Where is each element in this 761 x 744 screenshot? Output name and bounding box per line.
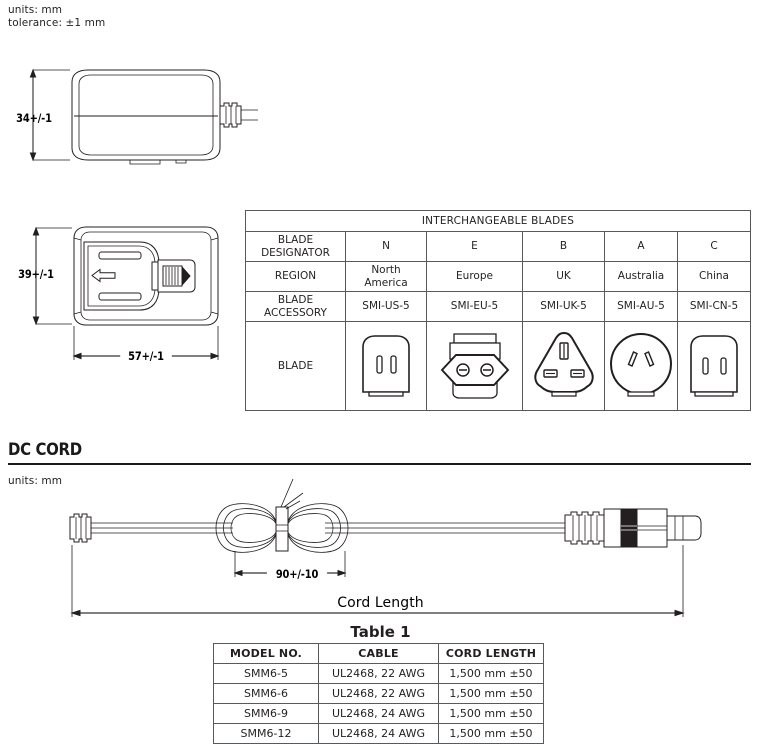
cord-length-dimension bbox=[70, 545, 685, 617]
cell-region-a: Australia bbox=[604, 261, 678, 292]
cell-region-e: Europe bbox=[426, 261, 523, 292]
table1-cell-cord-length: 1,500 mm ±50 bbox=[438, 723, 544, 744]
table1-cell-model: SMM6-9 bbox=[213, 703, 319, 724]
region-n-line1: North bbox=[371, 264, 401, 276]
table1-cell-cord-length: 1,500 mm ±50 bbox=[438, 663, 544, 684]
designator-label-line2: DESIGNATOR bbox=[261, 246, 330, 259]
blade-au-icon bbox=[610, 333, 672, 397]
table1-cell-cord-length: 1,500 mm ±50 bbox=[438, 683, 544, 704]
cell-designator-n: N bbox=[345, 231, 427, 262]
slide-release-button bbox=[151, 259, 196, 293]
side-height-dimension bbox=[29, 68, 70, 162]
blade-eu-cell bbox=[426, 321, 523, 411]
cord-length-table: MODEL NO. CABLE CORD LENGTH SMM6-5 UL246… bbox=[213, 643, 544, 744]
table1-cell-cable: UL2468, 24 AWG bbox=[318, 723, 439, 744]
accessory-label-line2: ACCESSORY bbox=[264, 306, 327, 319]
row-label-region: REGION bbox=[245, 261, 346, 292]
row-label-blade: BLADE bbox=[245, 321, 346, 411]
coil-width-label: 90+/-10 bbox=[266, 567, 328, 581]
table-row-designator: BLADE DESIGNATOR N E B A C bbox=[245, 231, 751, 262]
blades-table-title: INTERCHANGEABLE BLADES bbox=[245, 210, 751, 232]
cord-strain-relief-icon bbox=[69, 513, 92, 543]
cord-cable bbox=[91, 522, 565, 534]
table-row-blade: BLADE bbox=[245, 321, 751, 411]
table1-header-model: MODEL NO. bbox=[213, 643, 319, 664]
accessory-label-line1: BLADE bbox=[277, 294, 314, 306]
table-row: SMM6-12 UL2468, 24 AWG 1,500 mm ±50 bbox=[213, 723, 544, 744]
cell-designator-a: A bbox=[604, 231, 678, 262]
blade-uk-cell bbox=[522, 321, 605, 411]
side-height-label: 34+/-1 bbox=[16, 111, 52, 125]
table-row-accessory: BLADE ACCESSORY SMI-US-5 SMI-EU-5 SMI-UK… bbox=[245, 291, 751, 322]
row-label-accessory: BLADE ACCESSORY bbox=[245, 291, 346, 322]
blade-uk-icon bbox=[533, 331, 594, 397]
table1-header-row: MODEL NO. CABLE CORD LENGTH bbox=[213, 643, 544, 664]
cell-designator-e: E bbox=[426, 231, 523, 262]
table1-cell-model: SMM6-5 bbox=[213, 663, 319, 684]
dc-units-note: units: mm bbox=[8, 475, 63, 487]
side-cord-boot-icon bbox=[219, 102, 258, 128]
blade-us-icon bbox=[362, 335, 410, 397]
cell-region-b: UK bbox=[522, 261, 605, 292]
cell-region-n: North America bbox=[345, 261, 427, 292]
dc-barrel-plug-icon bbox=[564, 508, 702, 548]
cell-designator-c: C bbox=[677, 231, 751, 262]
front-height-dimension bbox=[32, 226, 72, 326]
blade-eu-icon bbox=[440, 333, 509, 399]
units-note: units: mm bbox=[8, 4, 63, 16]
table1-header-cable: CABLE bbox=[318, 643, 439, 664]
table-row: SMM6-5 UL2468, 22 AWG 1,500 mm ±50 bbox=[213, 663, 544, 684]
table1-cell-model: SMM6-12 bbox=[213, 723, 319, 744]
table1-cell-model: SMM6-6 bbox=[213, 683, 319, 704]
row-label-designator: BLADE DESIGNATOR bbox=[245, 231, 346, 262]
designator-label-line1: BLADE bbox=[277, 234, 314, 246]
cord-coil-bow bbox=[215, 478, 349, 553]
blades-table-title-row: INTERCHANGEABLE BLADES bbox=[245, 210, 751, 232]
blade-cn-icon bbox=[690, 335, 738, 397]
blade-us-cell bbox=[345, 321, 427, 411]
dc-cord-heading: DC CORD bbox=[8, 440, 82, 460]
cell-accessory-c: SMI-CN-5 bbox=[677, 291, 751, 322]
dc-cord-heading-rule bbox=[8, 463, 751, 465]
adapter-front-view bbox=[0, 222, 240, 377]
table-row-region: REGION North America Europe UK Australia… bbox=[245, 261, 751, 292]
release-arrow-icon bbox=[91, 268, 116, 283]
adapter-side-body bbox=[71, 69, 221, 165]
cell-accessory-a: SMI-AU-5 bbox=[604, 291, 678, 322]
cell-accessory-n: SMI-US-5 bbox=[345, 291, 427, 322]
cell-designator-b: B bbox=[522, 231, 605, 262]
blade-au-cell bbox=[604, 321, 678, 411]
adapter-side-view bbox=[0, 60, 258, 180]
table-row: SMM6-6 UL2468, 22 AWG 1,500 mm ±50 bbox=[213, 683, 544, 704]
table1-cell-cable: UL2468, 24 AWG bbox=[318, 703, 439, 724]
table1-cell-cable: UL2468, 22 AWG bbox=[318, 663, 439, 684]
front-width-label: 57+/-1 bbox=[120, 349, 172, 363]
front-height-label: 39+/-1 bbox=[18, 267, 54, 281]
blade-socket-recess bbox=[83, 241, 160, 311]
cell-accessory-b: SMI-UK-5 bbox=[522, 291, 605, 322]
table-row: SMM6-9 UL2468, 24 AWG 1,500 mm ±50 bbox=[213, 703, 544, 724]
table1-cell-cable: UL2468, 22 AWG bbox=[318, 683, 439, 704]
region-n-line2: America bbox=[364, 276, 408, 289]
cord-length-label: Cord Length bbox=[337, 595, 424, 611]
tolerance-note: tolerance: ±1 mm bbox=[8, 17, 106, 29]
interchangeable-blades-table: INTERCHANGEABLE BLADES BLADE DESIGNATOR … bbox=[245, 210, 751, 411]
table1-caption: Table 1 bbox=[350, 623, 411, 641]
blade-cn-cell bbox=[677, 321, 751, 411]
table1-cell-cord-length: 1,500 mm ±50 bbox=[438, 703, 544, 724]
cell-accessory-e: SMI-EU-5 bbox=[426, 291, 523, 322]
table1-header-cord-length: CORD LENGTH bbox=[438, 643, 544, 664]
cell-region-c: China bbox=[677, 261, 751, 292]
